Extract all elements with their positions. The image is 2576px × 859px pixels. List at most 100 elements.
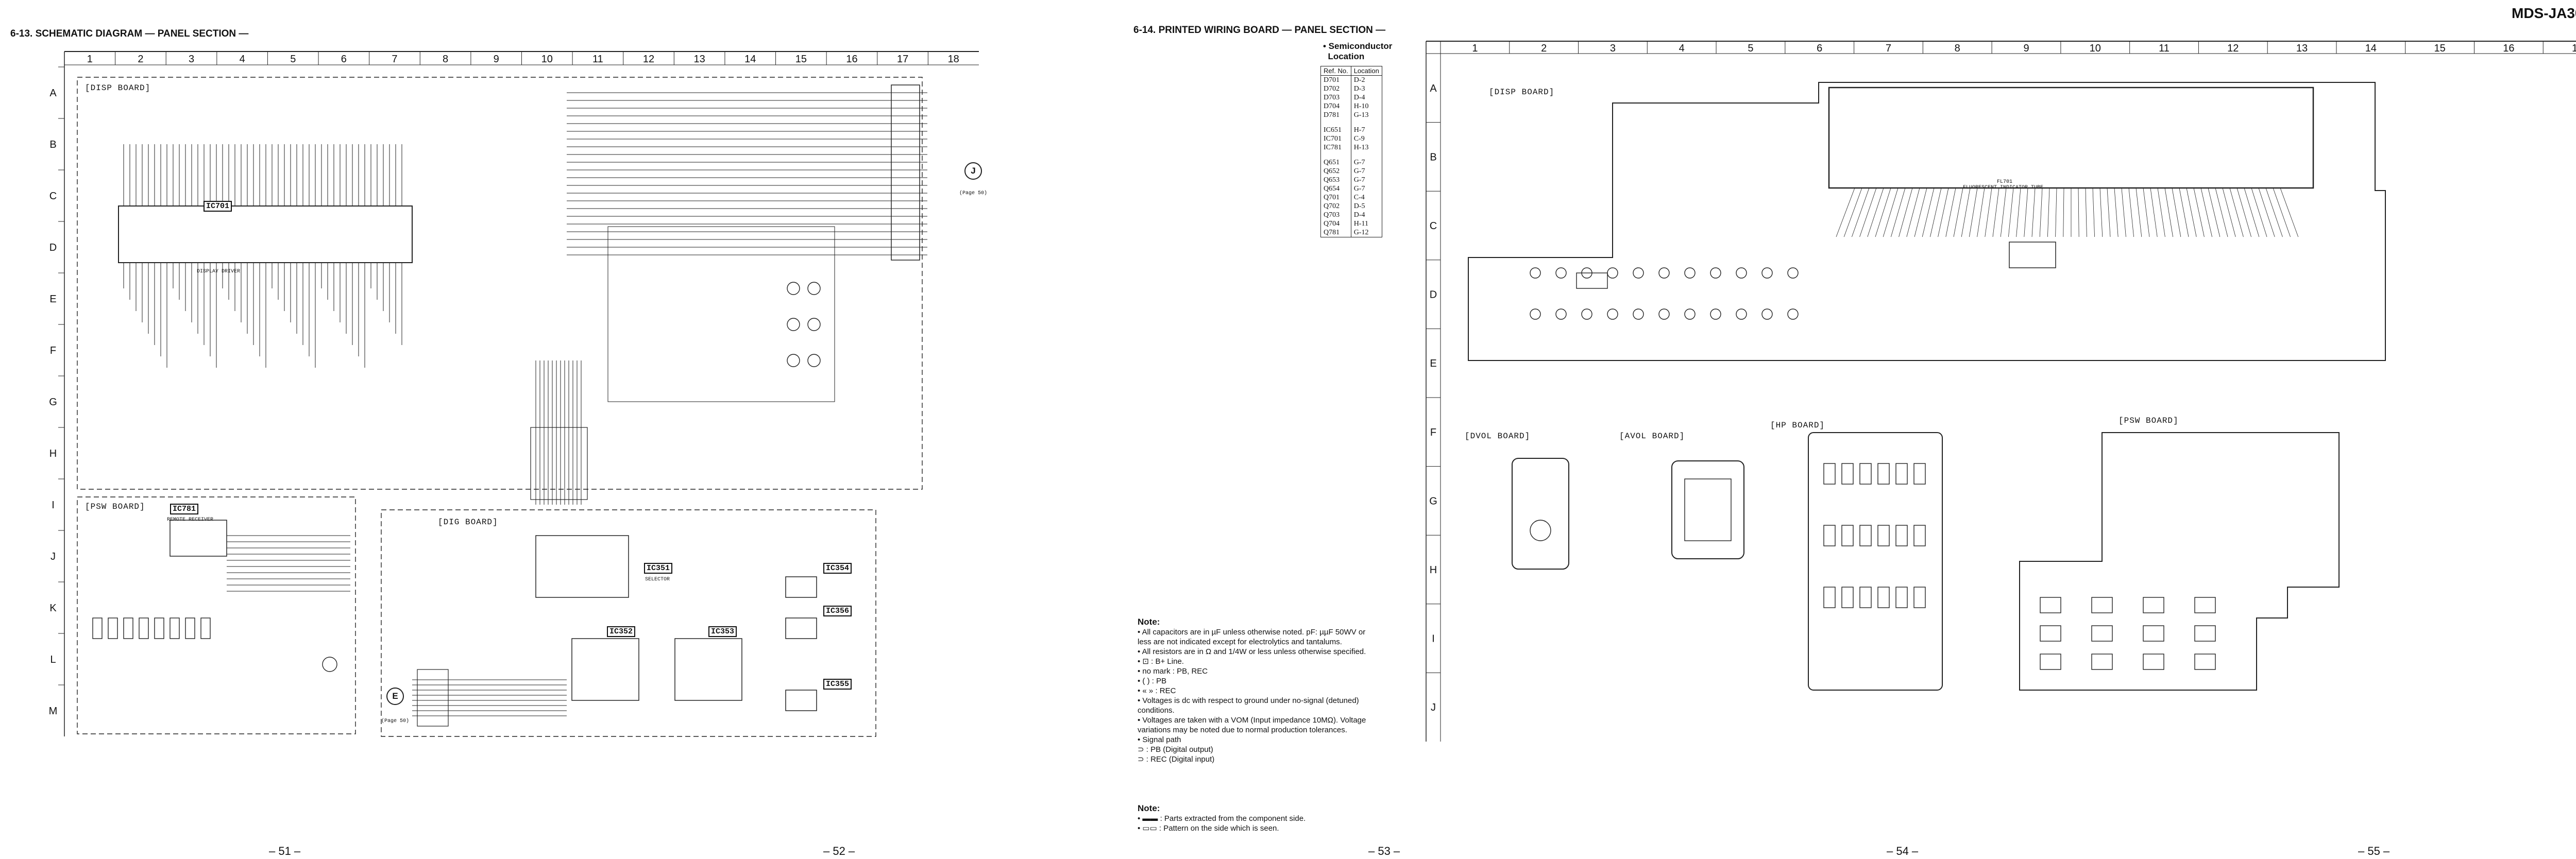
pwb-component-pad bbox=[1710, 308, 1721, 320]
transistor-symbol bbox=[787, 354, 800, 367]
fl701-lead bbox=[1985, 187, 1992, 237]
fl701-lead bbox=[1938, 187, 1949, 237]
hp-component bbox=[1841, 463, 1854, 485]
table-cell-location: C-9 bbox=[1350, 134, 1382, 143]
fl701-lead bbox=[2047, 187, 2050, 237]
psw-switch-pad bbox=[2194, 625, 2216, 642]
psw-switch-pad bbox=[2091, 597, 2113, 613]
table-cell-location: H-7 bbox=[1350, 126, 1382, 134]
note-item: • All capacitors are in µF unless otherw… bbox=[1138, 628, 1366, 646]
page-number-54: – 54 – bbox=[1887, 845, 1919, 857]
schematic-column-11: 11 bbox=[592, 54, 603, 65]
psw-switch bbox=[108, 617, 118, 639]
fl701-lead bbox=[1977, 187, 1985, 237]
fl701-lead bbox=[1992, 187, 1999, 237]
schematic-column-5: 5 bbox=[290, 54, 296, 65]
schematic-row-A: A bbox=[49, 88, 57, 99]
pwb-column-4: 4 bbox=[1679, 43, 1685, 54]
ic701-body bbox=[118, 205, 413, 263]
page-number-53: – 53 – bbox=[1368, 845, 1400, 857]
fl701-lead bbox=[1953, 187, 1963, 237]
psw-switch bbox=[185, 617, 195, 639]
fl701-lead bbox=[2039, 187, 2043, 237]
pwb-column-2: 2 bbox=[1541, 43, 1547, 54]
ic701-label: IC701 bbox=[204, 201, 232, 212]
hp-component bbox=[1895, 587, 1908, 608]
table-cell-location: D-4 bbox=[1350, 211, 1382, 219]
pwb-component-pad bbox=[1710, 267, 1721, 279]
hp-component bbox=[1913, 463, 1926, 485]
pwb-hp-outline bbox=[1808, 432, 1943, 691]
pwb-component-pad bbox=[1761, 267, 1773, 279]
ic355-body bbox=[785, 690, 817, 711]
fl701-lead bbox=[1899, 187, 1913, 237]
table-cell-ref: IC781 bbox=[1320, 143, 1351, 152]
psw-switch-pad bbox=[2143, 654, 2164, 670]
page-number-55: – 55 – bbox=[2358, 845, 2390, 857]
psw-switch-pad bbox=[2040, 597, 2061, 613]
fl701-lead bbox=[2215, 187, 2228, 237]
pwb-section-title: 6-14. PRINTED WIRING BOARD — PANEL SECTI… bbox=[1133, 25, 1386, 36]
table-cell-ref: Q653 bbox=[1320, 176, 1351, 184]
fl701-lead bbox=[2244, 187, 2260, 237]
notes-block-2: Note: • ▬▬ : Parts extracted from the co… bbox=[1138, 803, 1375, 833]
pwb-column-12: 12 bbox=[2227, 43, 2239, 54]
connector-j-ref: (Page 50) bbox=[959, 191, 988, 196]
pwb-disp-board-label: [DISP BOARD] bbox=[1489, 88, 1555, 97]
pwb-disp-outline bbox=[1468, 82, 2386, 361]
schematic-row-L: L bbox=[50, 654, 56, 665]
connector-e: E bbox=[386, 688, 404, 705]
hp-component bbox=[1913, 525, 1926, 546]
pwb-column-15: 15 bbox=[2434, 43, 2445, 54]
pwb-component-pad bbox=[1658, 308, 1670, 320]
pwb-column-9: 9 bbox=[2023, 43, 2029, 54]
page-number-51: – 51 – bbox=[269, 845, 301, 857]
hp-component bbox=[1877, 525, 1890, 546]
ic781-body bbox=[170, 520, 227, 557]
fl701-lead bbox=[2085, 187, 2087, 237]
hp-component bbox=[1823, 525, 1836, 546]
psw-switch-pad bbox=[2194, 654, 2216, 670]
pwb-column-5: 5 bbox=[1748, 43, 1753, 54]
table-cell-location: H-13 bbox=[1350, 143, 1382, 152]
fl701-lead bbox=[2200, 187, 2212, 237]
table-cell-ref: IC651 bbox=[1320, 126, 1351, 134]
pwb-row-F: F bbox=[1430, 427, 1436, 438]
table-header-ref: Ref. No. bbox=[1320, 66, 1351, 76]
pwb-avol-outline bbox=[1671, 460, 1744, 559]
hp-component bbox=[1841, 525, 1854, 546]
schematic-column-12: 12 bbox=[643, 54, 654, 65]
fl701-lead bbox=[2063, 187, 2064, 237]
note-item: • no mark : PB, REC bbox=[1138, 667, 1208, 676]
schematic-row-J: J bbox=[50, 551, 56, 562]
pwb-component-pad bbox=[1787, 308, 1799, 320]
schematic-row-D: D bbox=[49, 242, 57, 253]
table-cell-location: G-7 bbox=[1350, 167, 1382, 176]
connector-e-ref: (Page 50) bbox=[381, 718, 410, 724]
ic352-body bbox=[571, 638, 639, 701]
semiconductor-location-heading: • Semiconductor Location bbox=[1323, 41, 1393, 61]
pwb-component-pad bbox=[1633, 267, 1644, 279]
psw-switch-pad bbox=[2194, 597, 2216, 613]
fl701-lead bbox=[2222, 187, 2236, 237]
hp-component bbox=[1823, 587, 1836, 608]
pwb-column-14: 14 bbox=[2365, 43, 2377, 54]
fl701-lead bbox=[1969, 187, 1978, 237]
pwb-component-pad bbox=[1607, 267, 1618, 279]
fl701-lead bbox=[2024, 187, 2028, 237]
pwb-psw-board-label: [PSW BOARD] bbox=[2119, 416, 2179, 425]
pwb-column-13: 13 bbox=[2296, 43, 2308, 54]
note1-title: Note: bbox=[1138, 617, 1160, 627]
ic356-body bbox=[785, 617, 817, 639]
transistor-symbol bbox=[787, 318, 800, 331]
table-cell-ref: Q781 bbox=[1320, 228, 1351, 237]
table-spacer-cell bbox=[1320, 119, 1351, 126]
hp-component bbox=[1877, 463, 1890, 485]
